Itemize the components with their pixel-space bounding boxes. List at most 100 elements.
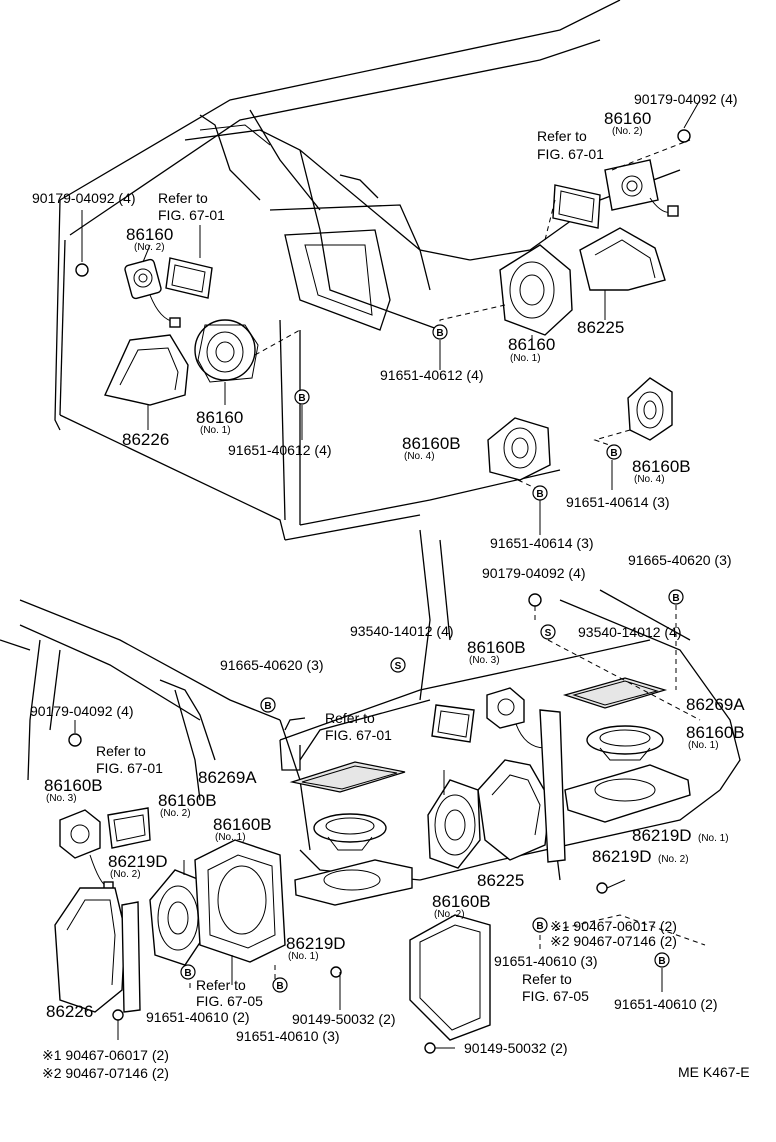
label-part-86160b: 86160B (402, 434, 461, 453)
markers: B B B B B S S B B B B B (180, 324, 684, 993)
screw-90467-left (112, 1009, 124, 1021)
tweeter-86160b-no3-center (486, 687, 525, 729)
tweeter-86160b-no4-group (487, 377, 673, 535)
svg-text:B: B (536, 921, 543, 932)
tweeter-86160b-no4-left (487, 417, 551, 481)
label-screw-91651: 91651-40614 (3) (566, 494, 670, 510)
label-bolt-90179: 90179-04092 (4) (30, 703, 134, 719)
label-screw-90149: 90149-50032 (2) (464, 1040, 568, 1056)
label-screw-90149: 90149-50032 (2) (292, 1011, 396, 1027)
label-refer: Refer to (522, 971, 572, 987)
label-screw-90467: ※2 90467-07146 (2) (42, 1065, 169, 1081)
label-note: (No. 4) (404, 451, 435, 462)
screw-90149-bottom (424, 1042, 436, 1054)
marker-b: B (272, 977, 288, 993)
speaker-frame-left (194, 839, 286, 963)
part-labels: 90179-04092 (4) 86160 (No. 2) Refer to F… (30, 91, 750, 1081)
bracket-86219d-no1-right (564, 764, 691, 823)
svg-text:B: B (436, 328, 443, 339)
speaker-frame-center (409, 914, 491, 1041)
marker-s: S (540, 624, 556, 640)
marker-b: B (654, 952, 670, 968)
label-screw-91651: 91651-40612 (4) (228, 442, 332, 458)
label-part-86160b: 86160B (632, 457, 691, 476)
label-note: (No. 2) (434, 909, 465, 920)
label-part-86160b: 86160B (44, 776, 103, 795)
svg-text:B: B (264, 701, 271, 712)
marker-s: S (390, 657, 406, 673)
speaker-cover-86225-top (579, 227, 666, 291)
grille-lower-left (107, 807, 151, 849)
label-part-86160b: 86160B (432, 892, 491, 911)
label-part-86219d: 86219D (286, 934, 346, 953)
marker-b: B (668, 589, 684, 605)
label-part-86226: 86226 (46, 1002, 93, 1021)
label-note: (No. 3) (469, 655, 500, 666)
lower-body-outline (0, 529, 741, 881)
label-refer: Refer to (158, 190, 208, 206)
label-note: (No. 2) (612, 126, 643, 137)
front-door-speaker-left-group (75, 210, 303, 440)
label-bolt-90179: 90179-04092 (4) (32, 190, 136, 206)
label-refer-fig: FIG. 67-01 (158, 207, 225, 223)
label-note: (No. 2) (110, 869, 141, 880)
label-refer: Refer to (537, 128, 587, 144)
label-bolt-90179: 90179-04092 (4) (634, 91, 738, 107)
label-refer-fig: FIG. 67-05 (522, 988, 589, 1004)
label-part-86225: 86225 (577, 318, 624, 337)
marker-b: B (432, 324, 448, 340)
label-note: (No. 2) (134, 242, 165, 253)
label-note: (No. 1) (698, 833, 729, 844)
marker-b: B (606, 444, 622, 460)
tweeter-86160-no2-right (604, 159, 659, 211)
label-part-86219d: 86219D (108, 852, 168, 871)
bolt-90179-bl (68, 733, 82, 747)
marker-b: B (260, 697, 276, 713)
label-note: (No. 1) (510, 353, 541, 364)
label-screw-91665: 91665-40620 (3) (220, 657, 324, 673)
label-note: (No. 4) (634, 474, 665, 485)
label-screw-90467: ※1 90467-06017 (2) (550, 918, 677, 934)
label-part-86160b: 86160B (467, 638, 526, 657)
tweeter-86160-no2-left (124, 258, 162, 300)
screw-90149-center (330, 966, 342, 978)
speaker-86160-no1-left (194, 319, 256, 381)
rear-speaker-left-group (54, 720, 286, 1040)
label-refer: Refer to (96, 743, 146, 759)
label-note: (No. 1) (215, 832, 246, 843)
grille-right (552, 184, 601, 229)
label-part-86160: 86160 (126, 225, 173, 244)
marker-b: B (532, 485, 548, 501)
label-part-86160: 86160 (604, 109, 651, 128)
bracket-86219d-no2-right (539, 709, 566, 863)
label-part-86219d: 86219D (592, 847, 652, 866)
label-note: (No. 3) (46, 793, 77, 804)
label-part-86160b: 86160B (213, 815, 272, 834)
svg-text:B: B (672, 593, 679, 604)
label-refer: Refer to (325, 710, 375, 726)
label-note: (No. 1) (288, 951, 319, 962)
label-refer-fig: FIG. 67-01 (325, 727, 392, 743)
label-refer-fig: FIG. 67-05 (196, 993, 263, 1009)
label-screw-91651: 91651-40612 (4) (380, 367, 484, 383)
label-screw-91651: 91651-40610 (3) (494, 953, 598, 969)
speaker-86160-no1-right (499, 244, 573, 336)
label-screw-93540: 93540-14012 (4) (578, 624, 682, 640)
label-screw-91651: 91651-40614 (3) (490, 535, 594, 551)
label-part-86219d: 86219D (632, 826, 692, 845)
rear-speaker-right-group (427, 593, 706, 992)
label-screw-91651: 91651-40610 (2) (614, 996, 718, 1012)
label-refer: Refer to (196, 977, 246, 993)
label-bolt-90179: 90179-04092 (4) (482, 565, 586, 581)
label-note: (No. 1) (688, 740, 719, 751)
upper-body-outline (54, 0, 681, 541)
label-screw-91665: 91665-40620 (3) (628, 552, 732, 568)
marker-b: B (532, 917, 548, 933)
bracket-86219d-no1-center (294, 859, 413, 906)
label-note: (No. 2) (160, 808, 191, 819)
label-part-86269a: 86269A (686, 695, 745, 714)
label-refer-fig: FIG. 67-01 (537, 146, 604, 162)
svg-text:B: B (276, 981, 283, 992)
bolt-90179-tl (75, 263, 89, 277)
